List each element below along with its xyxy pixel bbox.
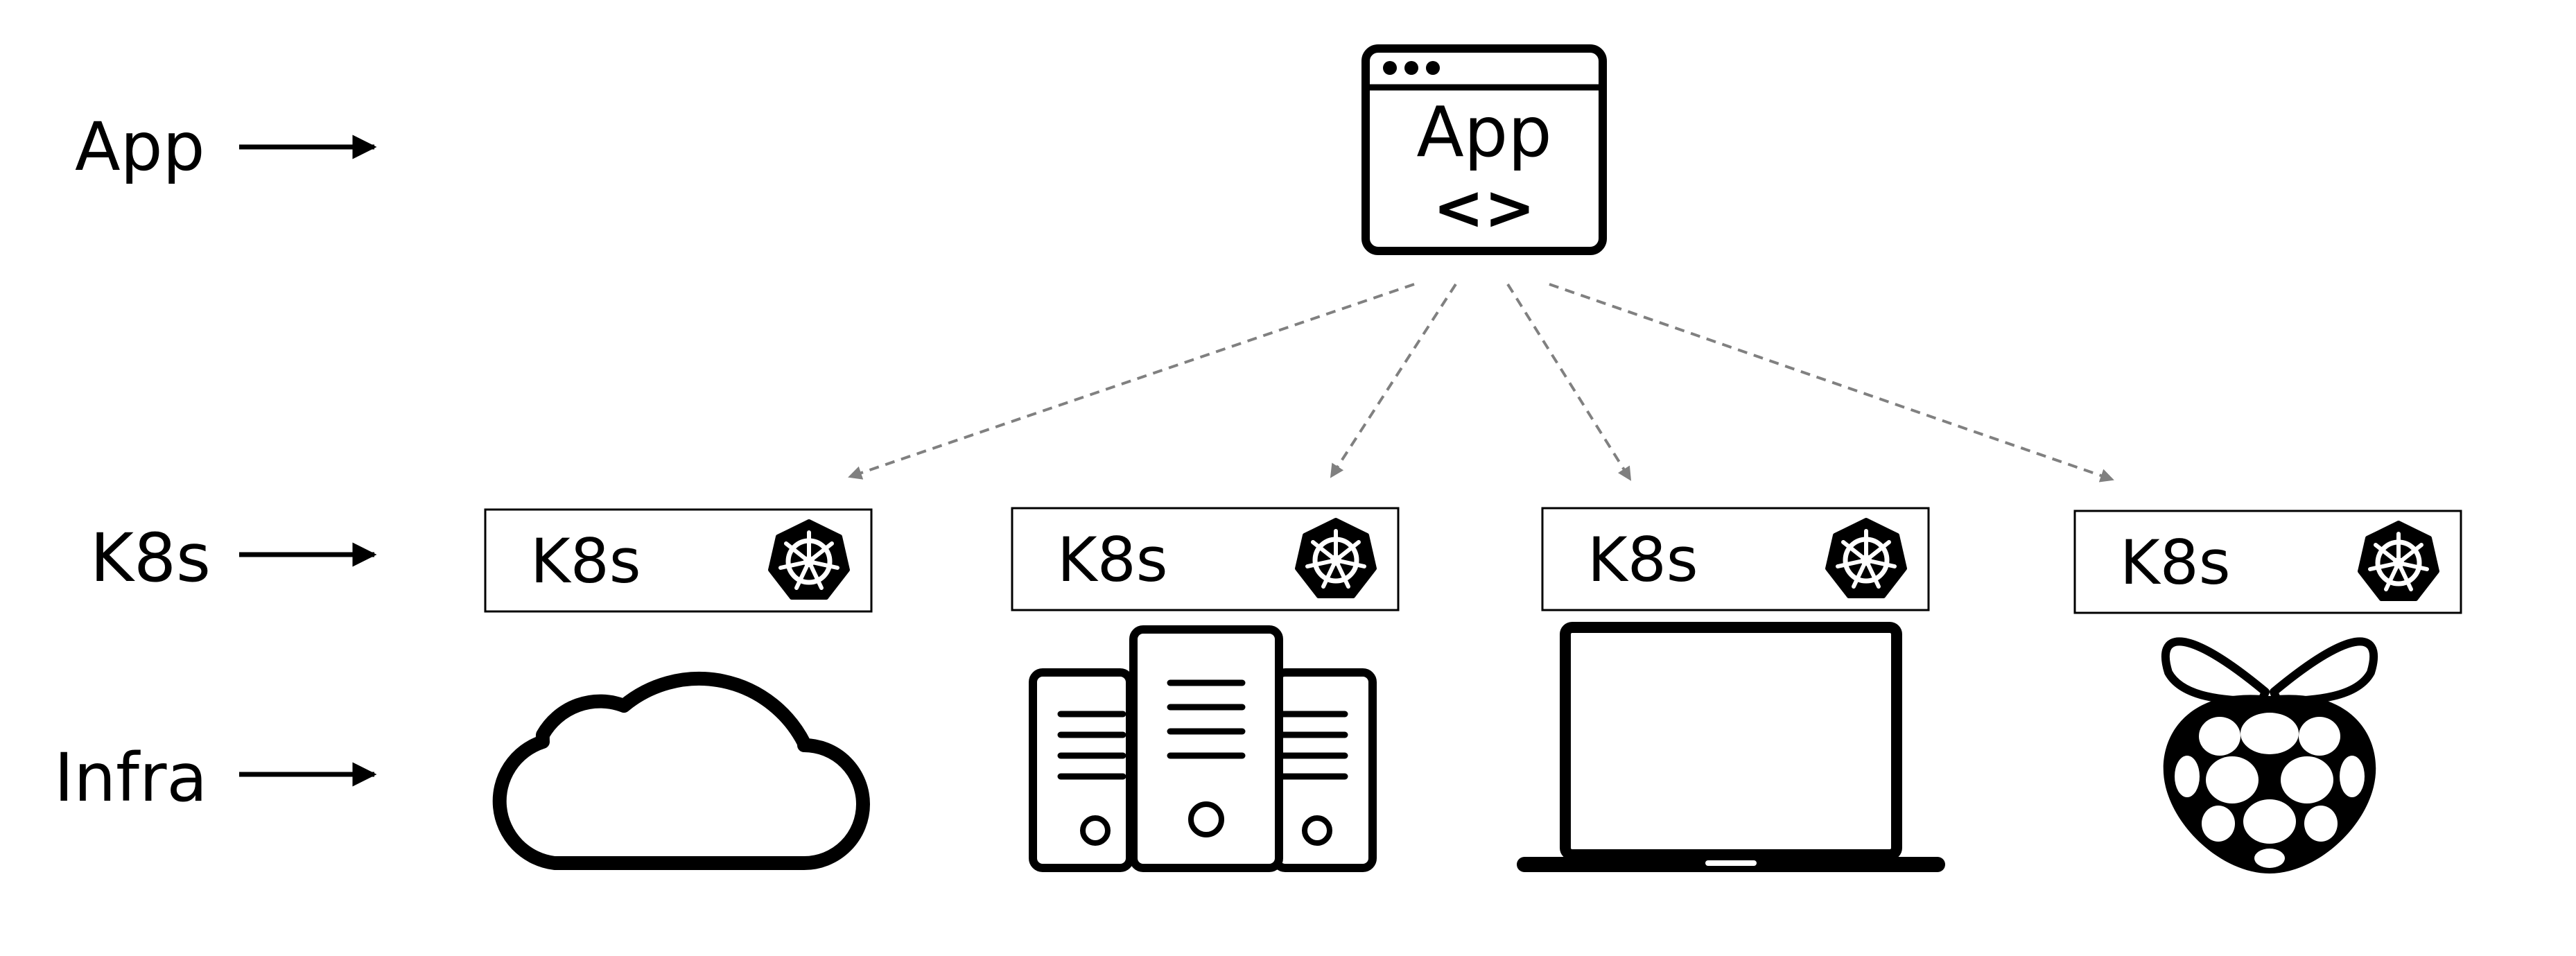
k8s-box: K8s [1011,507,1400,611]
window-dot-icon [1426,61,1440,75]
dashed-arrow-laptop [1506,283,1632,481]
dashed-arrow-raspberry-pi [1549,283,2114,483]
k8s-box-label: K8s [1587,524,1698,596]
svg-text:App: App [75,108,205,186]
app-window-title: App [1416,92,1551,173]
code-icon: <> [1433,172,1535,243]
kubernetes-helm-icon [770,521,848,598]
dashed-arrow-servers [1330,283,1457,478]
k8s-box: K8s [484,508,873,613]
kubernetes-helm-icon [1297,520,1375,596]
deployment-arrows [848,283,2114,483]
window-dot-icon [1404,61,1418,75]
window-dot-icon [1383,61,1397,75]
raspberry-pi-icon [2161,637,2378,874]
row-label-app: App [75,108,377,186]
dashed-arrow-cloud [848,283,1415,480]
server-rack-icon [1029,625,1377,872]
svg-text:K8s: K8s [90,519,211,597]
svg-text:Infra: Infra [54,739,207,817]
k8s-box-label: K8s [530,525,641,597]
k8s-box: K8s [1541,507,1930,611]
cloud-icon [492,671,870,870]
kubernetes-helm-icon [2360,523,2437,599]
k8s-box-label: K8s [2120,527,2231,598]
row-label-k8s: K8s [90,519,377,597]
k8s-box: K8s [2073,510,2462,614]
laptop-icon [1517,622,1945,872]
app-window-icon: App <> [1361,44,1607,255]
k8s-box-label: K8s [1057,524,1168,596]
kubernetes-helm-icon [1827,520,1905,596]
row-label-infra: Infra [54,739,377,817]
